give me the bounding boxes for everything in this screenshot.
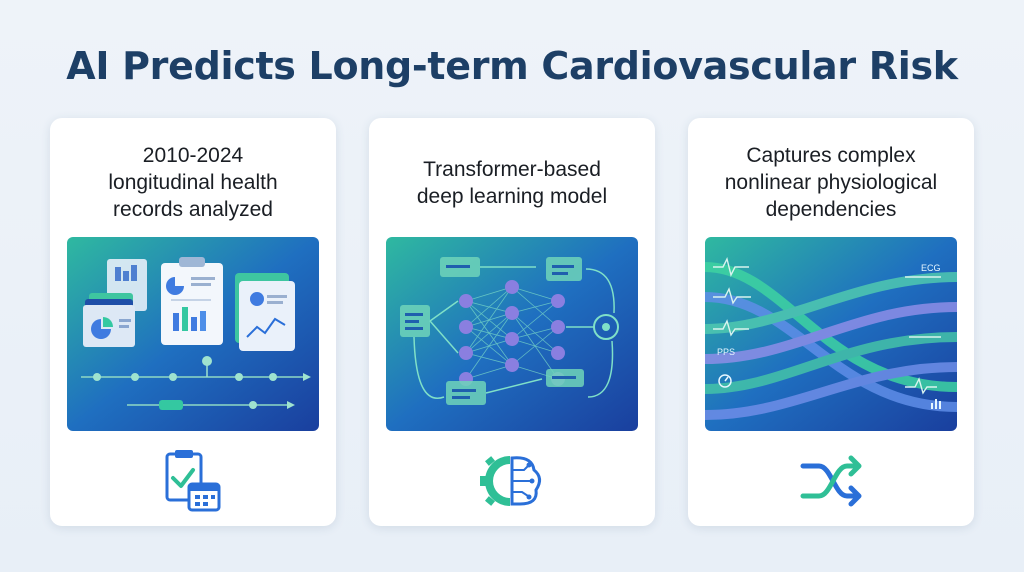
card-line: nonlinear physiological (724, 171, 938, 194)
card-transformer-model: Transformer-based deep learning model (369, 118, 655, 526)
card-line: 2010-2024 (142, 144, 244, 167)
card-nonlinear-dependencies: Captures complex nonlinear physiological… (688, 118, 974, 526)
crossing-arrows-icon (791, 448, 871, 514)
pps-label: PPS (717, 347, 735, 357)
card-line: Captures complex (746, 144, 916, 167)
page-title: AI Predicts Long-term Cardiovascular Ris… (66, 44, 958, 88)
clipboard-calendar-icon (153, 448, 233, 514)
signal-streams-illustration: ECG PPS (705, 237, 957, 431)
brain-gear-icon (472, 448, 552, 514)
card-line: records analyzed (113, 198, 273, 221)
card-text: 2010-2024 longitudinal health records an… (50, 142, 336, 223)
neural-network-illustration (386, 237, 638, 431)
card-line: deep learning model (416, 185, 608, 208)
records-illustration (67, 237, 319, 431)
card-text: Captures complex nonlinear physiological… (688, 142, 974, 223)
card-line: longitudinal health (108, 171, 278, 194)
ecg-label: ECG (921, 263, 941, 273)
card-health-records: 2010-2024 longitudinal health records an… (50, 118, 336, 526)
card-line: dependencies (765, 198, 897, 221)
card-text: Transformer-based deep learning model (369, 156, 655, 210)
card-line: Transformer-based (423, 158, 601, 181)
